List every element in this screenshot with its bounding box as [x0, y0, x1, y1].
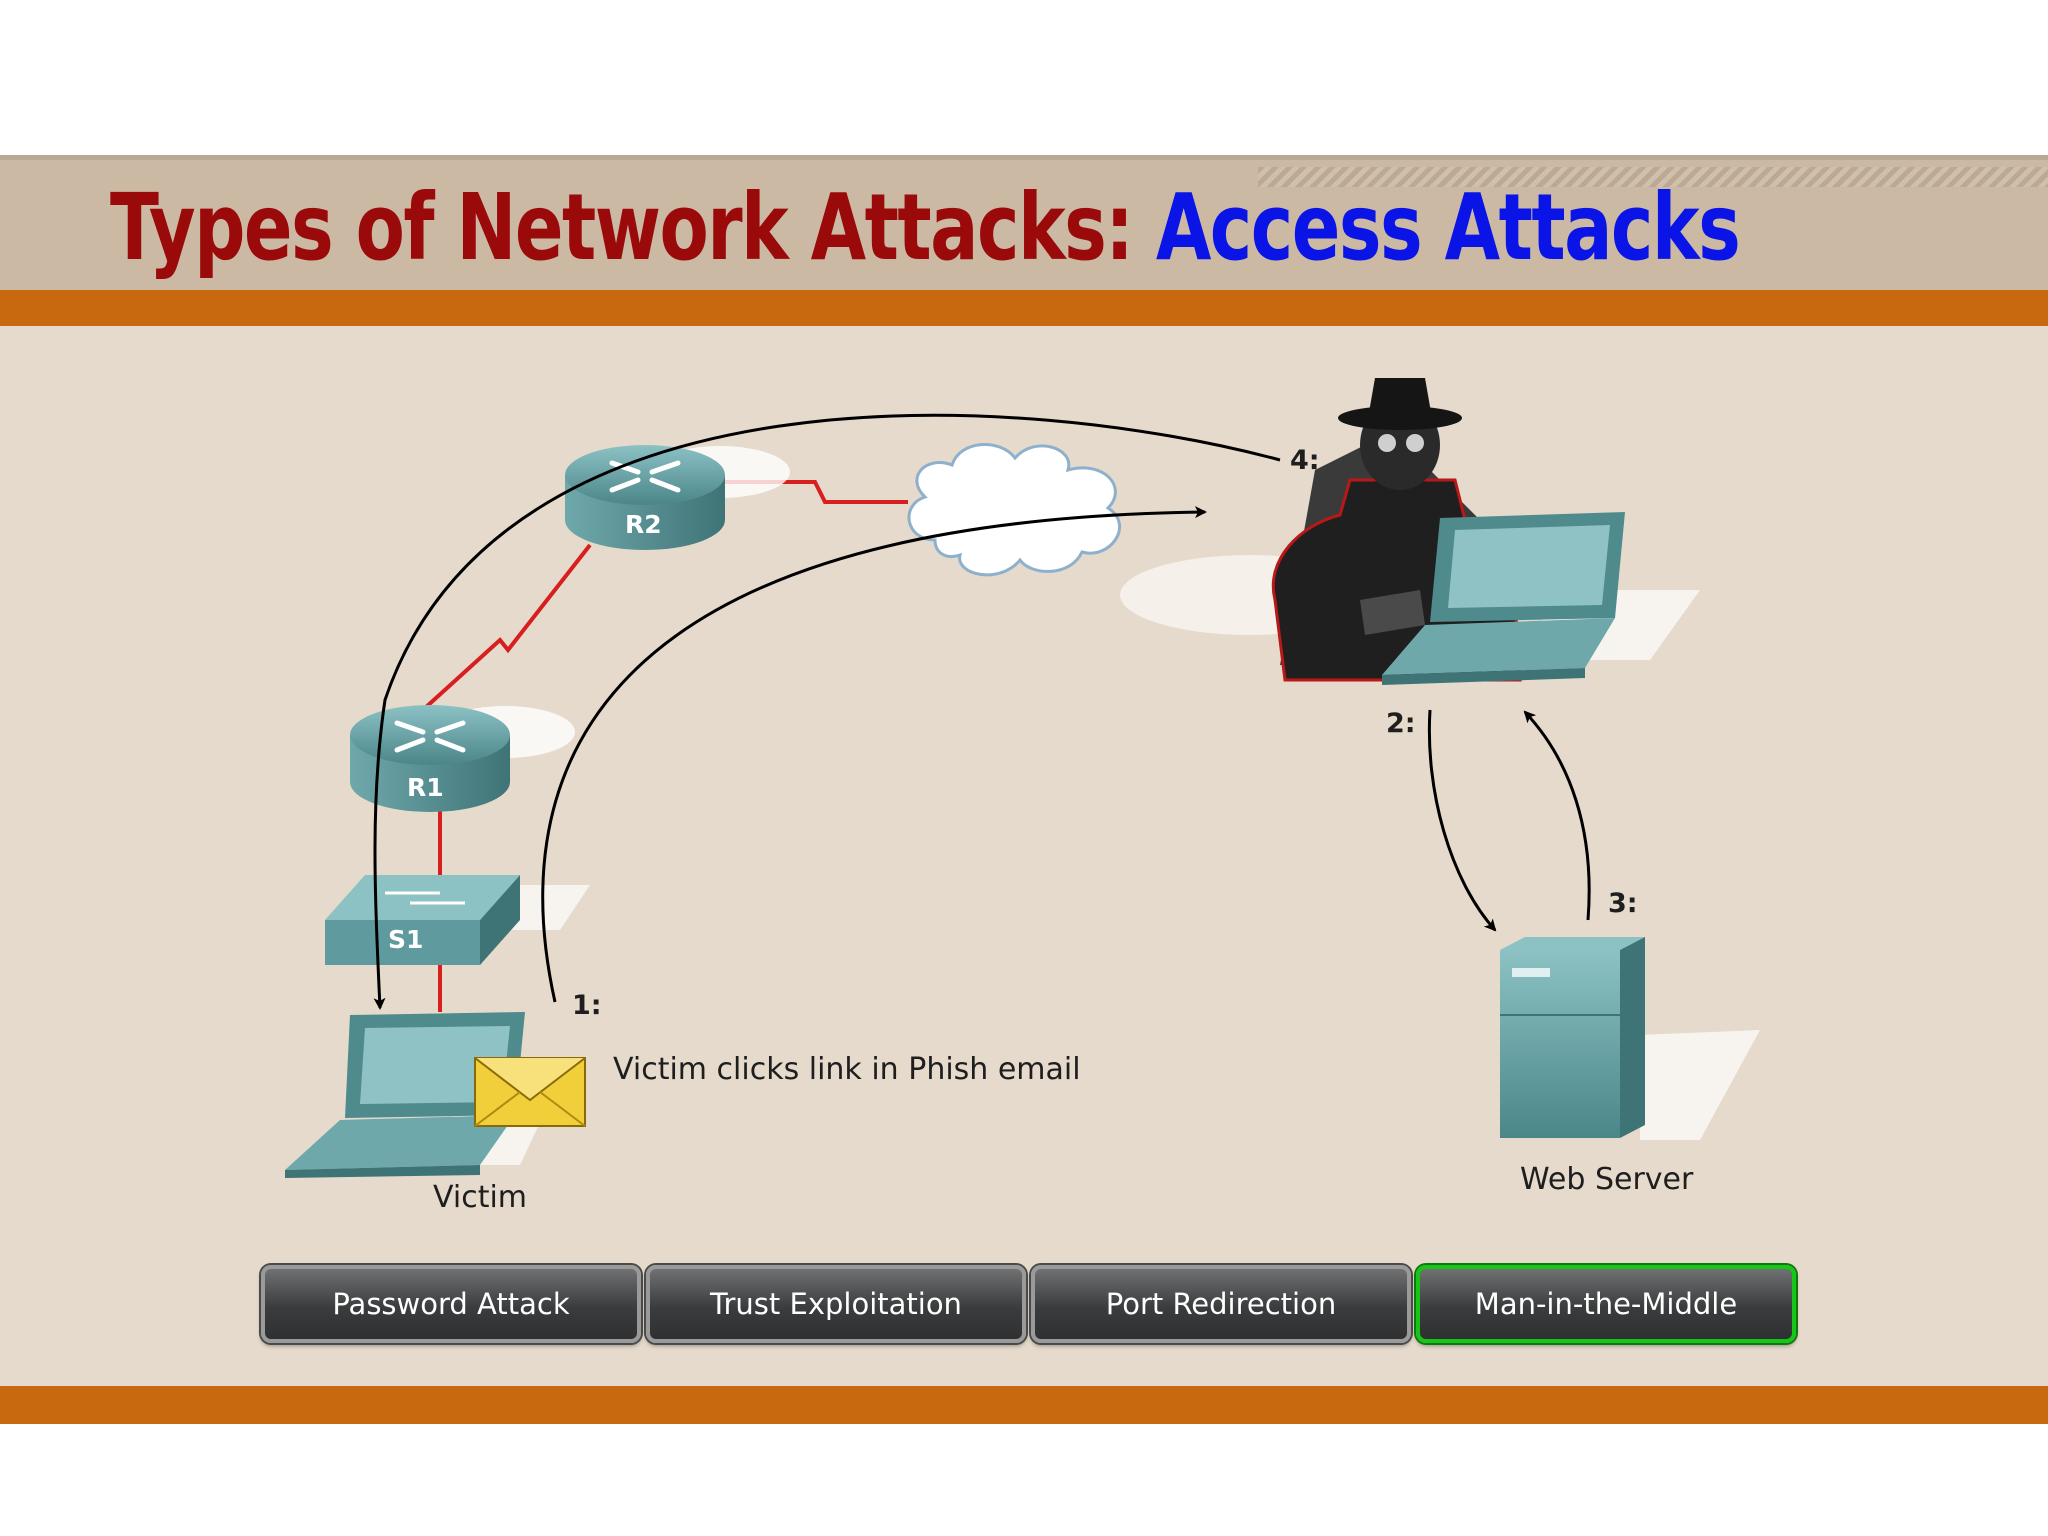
accent-bar-top: [0, 290, 2048, 326]
router-r1-icon: [350, 705, 575, 812]
title-hatch-decoration: [1258, 167, 2048, 187]
step-2-label: 2:: [1386, 708, 1416, 739]
victim-label: Victim: [433, 1180, 528, 1215]
web-server-icon: [1500, 937, 1760, 1140]
phish-email-envelope-icon: [474, 1057, 586, 1127]
port-redirection-button[interactable]: Port Redirection: [1031, 1265, 1411, 1343]
title-part-2: Access Attacks: [1155, 174, 1741, 281]
arrow-step-4: [373, 413, 1281, 1010]
attacker-laptop-icon: [1382, 512, 1700, 685]
step-4-label: 4:: [1290, 445, 1320, 476]
step-3-label: 3:: [1608, 888, 1638, 919]
router-r1-label: R1: [407, 773, 444, 802]
accent-bar-bottom: [0, 1386, 2048, 1424]
arrow-step-1: [541, 506, 1207, 1003]
switch-s1-icon: [325, 875, 590, 965]
phish-caption: Victim clicks link in Phish email: [613, 1052, 1081, 1087]
router-r2-icon: [565, 445, 790, 550]
slide-title: Types of Network Attacks: Access Attacks: [110, 168, 1741, 288]
trust-exploitation-button[interactable]: Trust Exploitation: [646, 1265, 1026, 1343]
internet-cloud: [907, 443, 1121, 577]
switch-s1-label: S1: [388, 925, 424, 954]
router-r2-label: R2: [625, 510, 662, 539]
arrow-step-3: [1523, 710, 1591, 921]
arrow-step-2: [1427, 709, 1497, 932]
attack-flow-arrows: [373, 413, 1591, 1010]
step-1-label: 1:: [572, 990, 602, 1021]
password-attack-button[interactable]: Password Attack: [261, 1265, 641, 1343]
man-in-the-middle-button[interactable]: Man-in-the-Middle: [1416, 1265, 1796, 1343]
web-server-label: Web Server: [1520, 1162, 1694, 1197]
serial-link-r1-r2: [423, 543, 592, 710]
title-part-1: Types of Network Attacks:: [110, 174, 1134, 281]
